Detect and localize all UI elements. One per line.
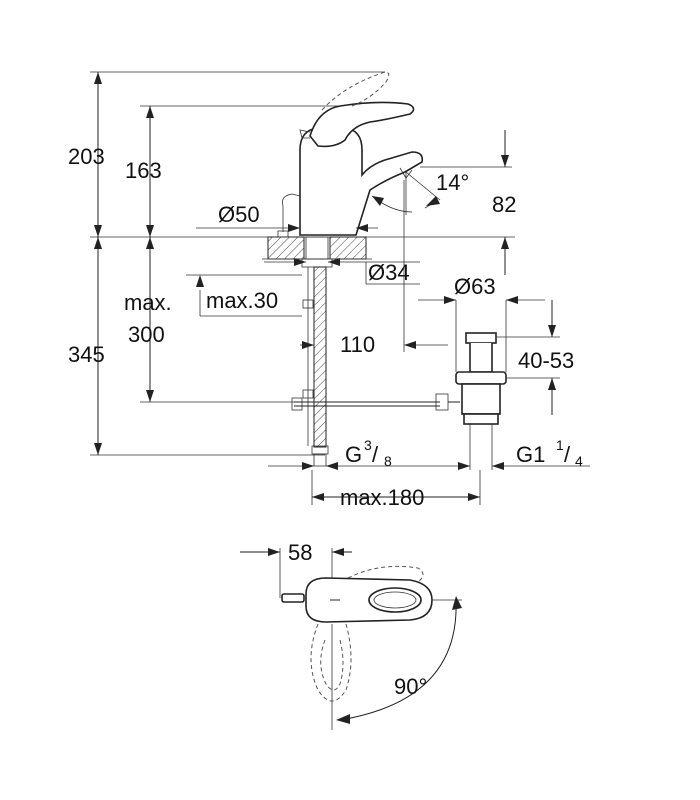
- dim-label-203: 203: [68, 144, 105, 169]
- lever-ghost-top: [347, 565, 424, 583]
- dim-max-180: max.180: [311, 470, 481, 510]
- waste-assembly: [455, 332, 507, 470]
- dim-label-163: 163: [125, 158, 162, 183]
- top-view: 58 90°: [240, 540, 462, 730]
- tap-top-body: [281, 577, 433, 623]
- dim-label-14deg: 14°: [436, 170, 469, 195]
- dim-label-g38-num: 3: [364, 437, 372, 453]
- dim-label-g114-slash: /: [564, 442, 571, 467]
- dim-label-max180: max.180: [340, 485, 424, 510]
- side-view: 203 163 345 max. 300: [68, 71, 590, 510]
- dim-diameter-50: Ø50: [196, 202, 378, 232]
- deck-section: [262, 236, 372, 260]
- dim-40-53: 40-53: [496, 300, 574, 415]
- dim-label-max: max.: [124, 290, 172, 315]
- popup-rod: [291, 393, 460, 411]
- shank-hoses: [301, 236, 333, 467]
- dim-82: 82: [420, 130, 516, 275]
- dim-label-g114-num: 1: [556, 437, 564, 453]
- dim-label-58: 58: [288, 540, 312, 565]
- lever-ghost-outline: [321, 71, 390, 111]
- dim-label-max30: max.30: [206, 288, 278, 313]
- dim-angle-14: 14°: [371, 170, 469, 215]
- dim-angle-90: 90°: [331, 596, 462, 730]
- dim-203: 203: [68, 72, 105, 237]
- dim-58: 58: [240, 540, 352, 598]
- lever-ghost-rotated-inner: [320, 639, 344, 691]
- dim-thread-g114: G1 1 / 4: [420, 437, 590, 470]
- dim-label-110: 110: [340, 332, 375, 357]
- dim-diameter-63: Ø63: [418, 274, 545, 372]
- tap-body: [277, 101, 424, 238]
- dim-label-82: 82: [492, 192, 516, 217]
- dim-thread-g38: G 3 / 8: [268, 437, 420, 470]
- dim-label-g38-den: 8: [384, 453, 392, 469]
- dim-345: 345: [68, 237, 105, 455]
- dim-label-d50: Ø50: [218, 202, 260, 227]
- dim-diameter-34: Ø34: [264, 258, 420, 285]
- dim-label-g114-den: 4: [575, 453, 583, 469]
- dim-label-d63: Ø63: [454, 274, 496, 299]
- dim-110: 110: [300, 180, 448, 357]
- dim-label-d34: Ø34: [368, 260, 410, 285]
- dim-label-40-53: 40-53: [518, 348, 574, 373]
- dim-label-g38-slash: /: [372, 442, 379, 467]
- dim-label-g114-main: G1: [516, 442, 545, 467]
- dim-label-300: 300: [128, 322, 165, 347]
- dim-max-30: max.30: [186, 274, 302, 317]
- dim-label-345: 345: [68, 342, 105, 367]
- dim-label-g38-main: G: [345, 442, 362, 467]
- dim-max-300: max. 300: [124, 237, 172, 402]
- dim-label-90deg: 90°: [394, 674, 427, 699]
- dim-163: 163: [125, 106, 162, 237]
